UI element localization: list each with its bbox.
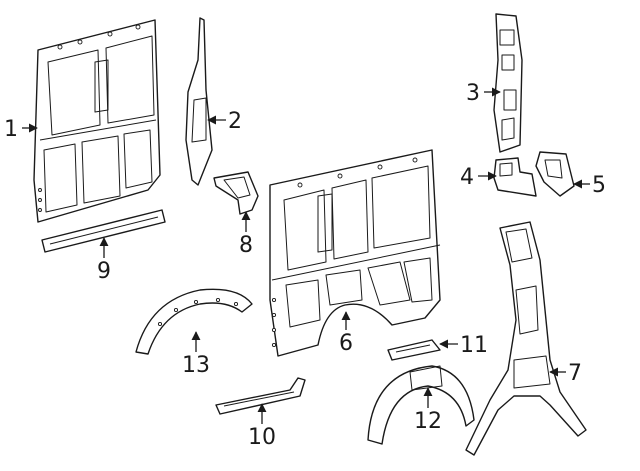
callout-10: 10 — [248, 425, 276, 450]
part-8-bracket — [213, 171, 259, 215]
callout-labels: 1 2 3 4 5 6 7 8 9 10 11 12 13 — [4, 81, 606, 450]
part-6-main-panel — [269, 149, 441, 357]
part-4-bracket — [493, 157, 537, 197]
part-11-small-strip — [387, 339, 441, 361]
callout-1: 1 — [4, 117, 18, 142]
callout-8: 8 — [239, 233, 253, 258]
part-7-pillar-frame — [465, 221, 587, 456]
callout-3: 3 — [466, 81, 480, 106]
part-1-side-panel — [33, 19, 161, 223]
callout-11: 11 — [460, 333, 488, 358]
callout-9: 9 — [97, 259, 111, 284]
part-13-wheel-arch-liner — [135, 288, 253, 355]
part-3-pillar-reinforcement — [493, 13, 523, 153]
callout-2: 2 — [228, 109, 242, 134]
callout-7: 7 — [568, 361, 582, 386]
part-9-sill-strip — [41, 209, 166, 253]
callout-6: 6 — [339, 331, 353, 356]
callout-12: 12 — [414, 409, 442, 434]
callout-5: 5 — [592, 173, 606, 198]
part-12-wheel-arch-inner — [367, 365, 475, 445]
callout-leaders — [22, 87, 590, 424]
callout-4: 4 — [460, 165, 474, 190]
part-5-corner-bracket — [535, 151, 575, 197]
part-2-pillar-strip — [185, 17, 213, 186]
callout-13: 13 — [182, 353, 210, 378]
part-10-lower-strip — [215, 377, 306, 415]
